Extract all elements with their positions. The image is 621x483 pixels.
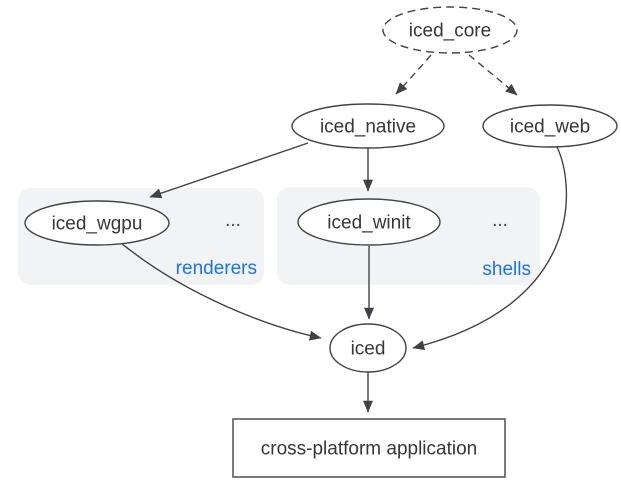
node-iced-core: iced_core — [382, 6, 518, 54]
node-iced-winit: iced_winit — [297, 198, 441, 246]
cluster-renderers-label: renderers — [176, 258, 257, 279]
node-iced-winit-label: iced_winit — [327, 213, 411, 234]
edge-iced-native-to-iced-wgpu — [149, 142, 309, 199]
node-iced-label: iced — [351, 339, 386, 360]
node-application: cross-platform application — [232, 418, 506, 478]
node-iced-wgpu: iced_wgpu — [24, 200, 170, 246]
edge-iced-web-to-iced — [412, 146, 568, 351]
node-iced-winit-shape — [297, 198, 441, 246]
node-iced-core-label: iced_core — [409, 21, 491, 42]
node-iced-wgpu-shape — [24, 200, 170, 246]
cluster-renderers-ellipsis: ... — [225, 210, 241, 231]
cluster-shells-ellipsis: ... — [492, 210, 508, 231]
node-iced-native-shape — [291, 103, 445, 149]
cluster-shells-label: shells — [482, 259, 531, 280]
node-application-label: cross-platform application — [261, 439, 477, 460]
edge-iced-core-to-iced-native — [395, 54, 432, 95]
node-iced: iced — [329, 323, 407, 373]
node-iced-core-shape — [382, 6, 518, 54]
node-iced-web-shape — [482, 104, 618, 148]
edge-iced-core-to-iced-web — [468, 54, 518, 96]
node-iced-shape — [329, 323, 407, 373]
edge-iced-wgpu-to-iced — [120, 242, 322, 341]
node-iced-web: iced_web — [482, 104, 618, 148]
node-application-shape — [232, 418, 506, 478]
node-iced-web-label: iced_web — [510, 117, 590, 138]
node-iced-wgpu-label: iced_wgpu — [52, 214, 143, 235]
node-iced-native: iced_native — [291, 103, 445, 149]
node-iced-native-label: iced_native — [320, 117, 416, 138]
